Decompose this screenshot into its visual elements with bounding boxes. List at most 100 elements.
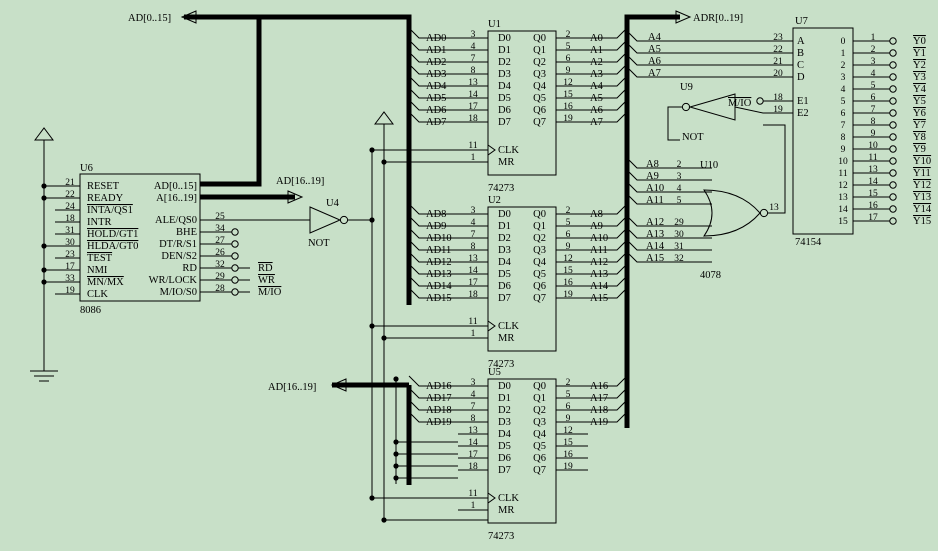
u6-pin-name: HLDA/GT0 (87, 241, 138, 252)
u1-q-pin: Q5 (533, 93, 546, 104)
u5-mr: MR (498, 505, 514, 516)
u1-d-pin: D2 (498, 57, 511, 68)
u1-d-pin: D7 (498, 117, 511, 128)
u7-en-pin: E1 (797, 96, 809, 107)
u6-output-label: RD (258, 263, 273, 274)
u10-in-entry (626, 169, 712, 181)
u1-bus-entry-in (408, 87, 458, 99)
u7-out-label: Y9 (913, 144, 926, 155)
junction-dot (41, 267, 47, 273)
u5-bus-entry-out (588, 411, 628, 423)
u6-right-name: M/IO/S0 (160, 287, 197, 298)
u2-q-pin: Q1 (533, 221, 546, 232)
u6-right-num: 32 (215, 260, 225, 270)
u7-out-num: 8 (871, 117, 876, 127)
u6-right-num: 34 (215, 224, 225, 234)
u7-out-label: Y14 (913, 204, 932, 215)
u6-pin-num: 23 (65, 250, 75, 260)
u2-d-num: 14 (468, 266, 478, 276)
u6-pin-name: INTA/QS1 (87, 205, 133, 216)
u2-ref: U2 (488, 195, 501, 206)
u7-part: 74154 (795, 237, 822, 248)
u1-in-label: AD0 (426, 33, 446, 44)
u7-out-label: Y6 (913, 108, 926, 119)
u2-bus-entry-in (408, 251, 458, 263)
u7-out-pin: 2 (841, 61, 846, 71)
u9-input-label: M/IO (728, 98, 752, 109)
output-terminal (889, 181, 897, 189)
u7-addr-num: 23 (773, 33, 783, 43)
u6-pin-name: MN/MX (87, 277, 124, 288)
junction-dot (369, 217, 375, 223)
u2-out-label: A10 (590, 233, 608, 244)
u2-q-pin: Q2 (533, 233, 546, 244)
u6-right-name: AD[0..15] (154, 181, 197, 192)
u5-q-num: 5 (566, 390, 571, 400)
u6-pin-num: 17 (65, 262, 75, 272)
u1-bus-entry-in (408, 27, 458, 39)
u9-bubble (681, 102, 691, 112)
u1-bus-entry-out (588, 87, 628, 99)
u2-bus-entry-in (408, 287, 458, 299)
u7-addr-num: 20 (773, 69, 783, 79)
u7-addr-entry (626, 54, 793, 66)
u1-out-label: A2 (590, 57, 603, 68)
u2-d-num: 18 (468, 290, 478, 300)
u5-d-pin: D6 (498, 453, 511, 464)
u6-right-name: BHE (176, 227, 197, 238)
u7-out-num: 9 (871, 129, 876, 139)
u7-addr-label: A5 (648, 44, 661, 55)
bus-ad-arrow-left (180, 10, 197, 24)
output-terminal (231, 276, 239, 284)
junction-dot (41, 243, 47, 249)
junction-dot (41, 195, 47, 201)
u5-d-pin: D5 (498, 441, 511, 452)
u1-q-pin: Q6 (533, 105, 546, 116)
u2-bus-entry-out (588, 275, 628, 287)
u6-right-num: 29 (215, 272, 225, 282)
output-terminal (889, 121, 897, 129)
u5-in-label: AD19 (426, 417, 452, 428)
u7-out-label: Y2 (913, 60, 926, 71)
u2-out-label: A15 (590, 293, 608, 304)
junction-dot (41, 183, 47, 189)
u1-q-pin: Q3 (533, 69, 546, 80)
u2-d-pin: D1 (498, 221, 511, 232)
u1-q-num: 6 (566, 54, 571, 64)
u2-q-pin: Q7 (533, 293, 546, 304)
u7-addr-pin: B (797, 48, 804, 59)
u6-right-name: WR/LOCK (149, 275, 198, 286)
junction-dot (393, 376, 399, 382)
u7-out-num: 10 (868, 141, 878, 151)
junction-dot (381, 517, 387, 523)
u2-in-label: AD9 (426, 221, 446, 232)
u2-in-label: AD8 (426, 209, 446, 220)
u1-d-num: 3 (471, 30, 476, 40)
u2-bus-entry-out (588, 215, 628, 227)
u5-bus-entry-out (588, 399, 628, 411)
u6-right-name: RD (182, 263, 197, 274)
u2-mr-num: 1 (471, 329, 476, 339)
u2-clk-edge (487, 320, 496, 332)
u5-q-pin: Q0 (533, 381, 546, 392)
u2-d-pin: D3 (498, 245, 511, 256)
u1-out-label: A4 (590, 81, 604, 92)
u7-out-pin: 13 (838, 193, 848, 203)
output-terminal (889, 37, 897, 45)
u6-pin-num: 22 (65, 190, 75, 200)
u5-ref: U5 (488, 367, 501, 378)
u1-in-label: AD3 (426, 69, 446, 80)
u1-d-num: 7 (471, 54, 476, 64)
u7-addr-num: 21 (773, 57, 783, 67)
u1-d-num: 4 (471, 42, 476, 52)
u5-in-label: AD18 (426, 405, 452, 416)
u2-in-label: AD11 (426, 245, 451, 256)
output-terminal (889, 205, 897, 213)
u7-out-num: 6 (871, 93, 876, 103)
u7-out-pin: 10 (838, 157, 848, 167)
u2-bus-entry-in (408, 227, 458, 239)
u5-q-num: 2 (566, 378, 571, 388)
u7-out-num: 17 (868, 213, 878, 223)
u2-q-pin: Q5 (533, 269, 546, 280)
u10-in-num: 5 (677, 196, 682, 206)
